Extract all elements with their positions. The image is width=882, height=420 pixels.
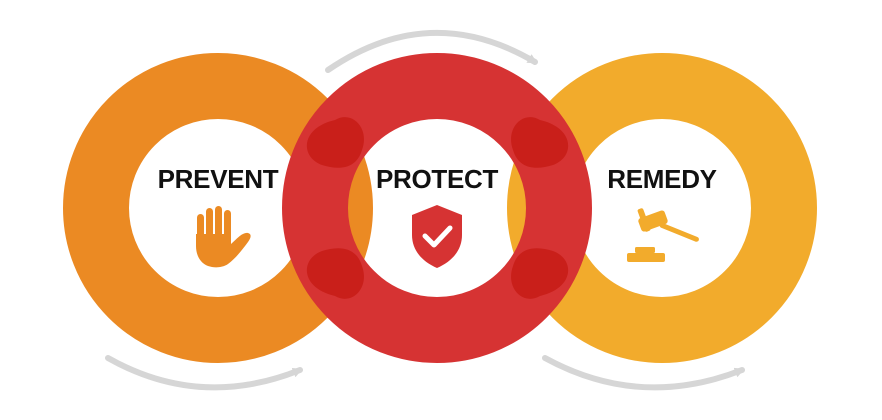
protect-ring — [282, 53, 592, 363]
ring-overlaps — [306, 117, 569, 299]
flow-arrow-bottom-right — [542, 355, 745, 391]
gavel-icon — [627, 208, 699, 262]
shield-check-icon — [412, 205, 462, 268]
flow-arrow-bottom-left — [105, 355, 303, 391]
protect-label: PROTECT — [376, 164, 499, 194]
flow-arrow-top — [325, 30, 538, 73]
raised-hand-icon — [196, 206, 251, 268]
prevent-label: PREVENT — [158, 164, 279, 194]
remedy-label: REMEDY — [607, 164, 716, 194]
